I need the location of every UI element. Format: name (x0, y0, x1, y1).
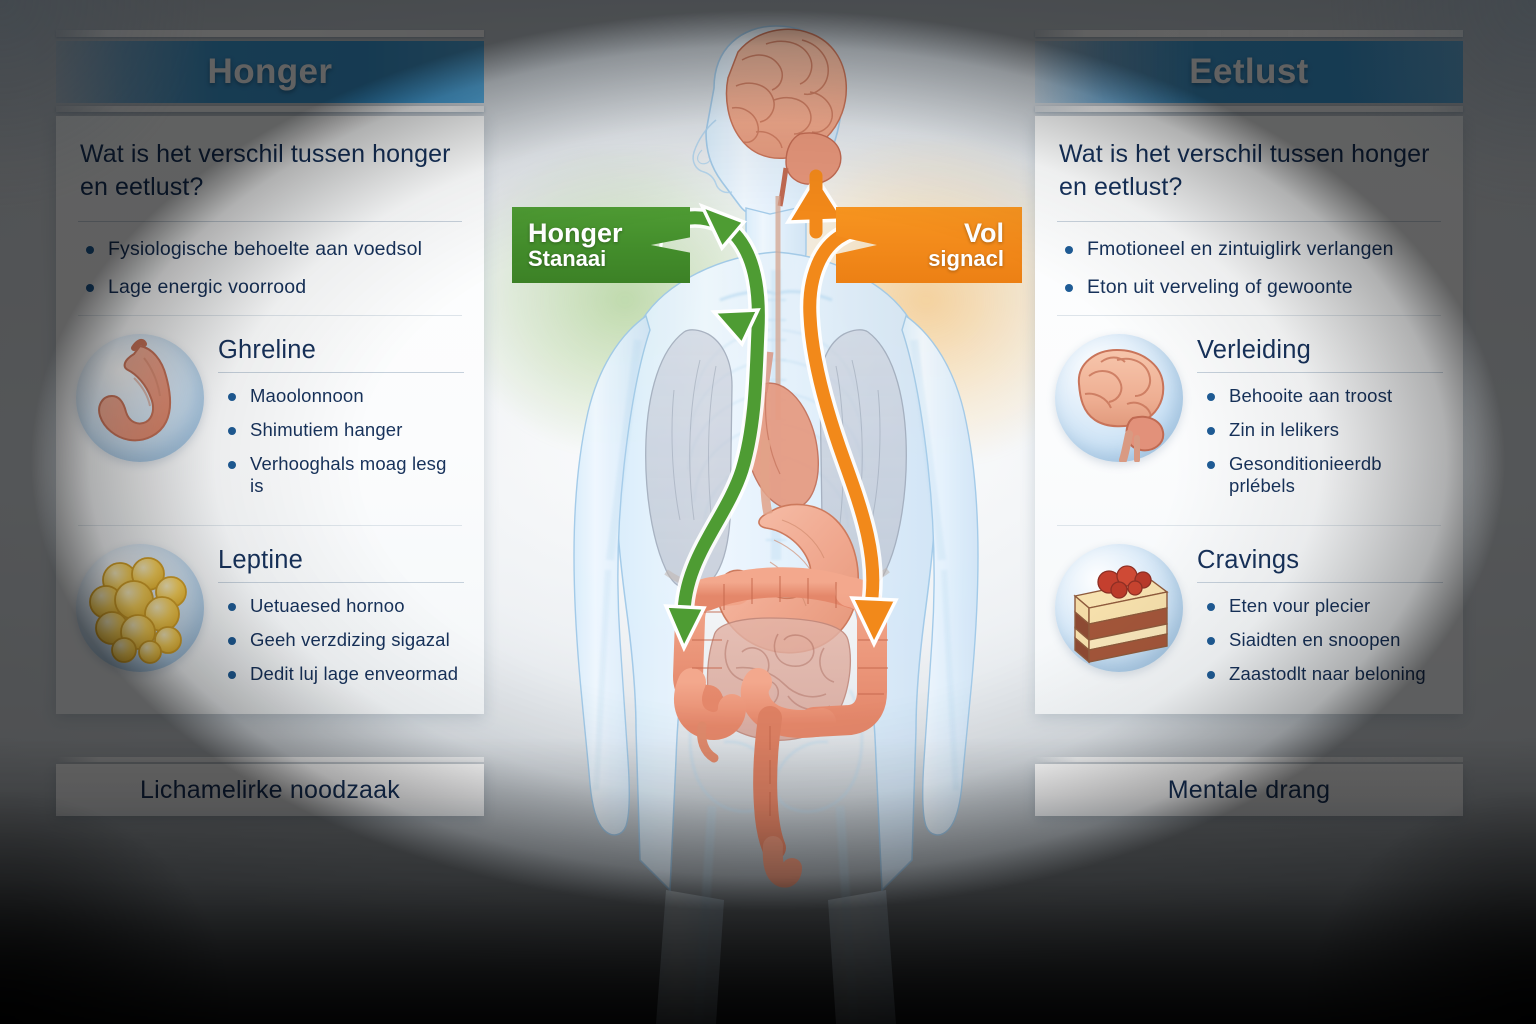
panel-eetlust-body: Wat is het verschil tussen honger en eet… (1035, 116, 1463, 714)
human-body-svg (573, 25, 979, 1024)
stomach-glyph (98, 338, 172, 442)
list-item: Fmotioneel en zintuiglirk verlangen (1059, 238, 1443, 260)
ribbon-top-rule (1035, 757, 1463, 762)
fat-cells-glyph (89, 557, 187, 664)
stomach-icon (76, 333, 204, 462)
block-cravings: Cravings Eten vour plecier Siaidten en s… (1055, 542, 1443, 698)
footer-eetlust-bar: Mentale drang (1035, 764, 1463, 816)
honger-lead-question: Wat is het verschil tussen honger en eet… (80, 140, 451, 201)
list-item: Eten vour plecier (1201, 595, 1443, 616)
block-verleiding-title: Verleiding (1197, 335, 1311, 364)
brain-glyph (1077, 348, 1165, 462)
honger-bullet-list: Fysiologische behoelte aan voedsol Lage … (76, 238, 464, 299)
divider (1197, 581, 1443, 583)
block-ghreline-content: Ghreline Maoolonnoon Shimutiem hanger Ve… (218, 332, 464, 509)
list-item: Maoolonnoon (222, 385, 464, 406)
divider (78, 314, 462, 316)
fullness-callout-line1: Vol (964, 218, 1004, 249)
panel-eetlust-header: Eetlust (1035, 41, 1463, 103)
list-item: Geeh verzdizing sigazal (222, 629, 464, 650)
footer-honger: Lichamelirke noodzaak (56, 757, 484, 816)
cake-slice-icon (1055, 543, 1183, 672)
block-leptine: Leptine Uetuaesed hornoo Geeh verzdizing… (76, 542, 464, 698)
panel-bottom-rule (1035, 106, 1463, 112)
block-ghreline-title: Ghreline (218, 335, 316, 364)
block-cravings-content: Cravings Eten vour plecier Siaidten en s… (1197, 542, 1443, 698)
panel-top-rule (1035, 30, 1463, 37)
footer-honger-label: Lichamelirke noodzaak (140, 775, 400, 804)
list-item: Zaastodlt naar beloning (1201, 663, 1443, 684)
panel-honger-body: Wat is het verschil tussen honger en eet… (56, 116, 484, 714)
divider (1057, 524, 1441, 526)
list-item: Behooite aan troost (1201, 385, 1443, 406)
divider (1057, 314, 1441, 316)
panel-eetlust-title: Eetlust (1189, 52, 1309, 91)
list-item: Verhooghals moag lesg is (222, 453, 464, 496)
block-verleiding-content: Verleiding Behooite aan troost Zin in le… (1197, 332, 1443, 509)
list-item: Fysiologische behoelte aan voedsol (80, 238, 464, 260)
block-ghreline: Ghreline Maoolonnoon Shimutiem hanger Ve… (76, 332, 464, 509)
ghreline-bullet-list: Maoolonnoon Shimutiem hanger Verhooghals… (218, 385, 464, 496)
block-cravings-title: Cravings (1197, 545, 1300, 574)
fullness-callout-line2: signacl (928, 245, 1004, 271)
divider (78, 524, 462, 526)
hunger-callout-line2: Stanaai (528, 245, 607, 271)
leptine-bullet-list: Uetuaesed hornoo Geeh verzdizing sigazal… (218, 595, 464, 685)
block-leptine-title: Leptine (218, 545, 304, 574)
cake-slice-glyph (1073, 565, 1169, 664)
list-item: Dedit luj lage enveormad (222, 663, 464, 684)
hunger-callout-line1: Honger (528, 218, 623, 249)
footer-eetlust: Mentale drang (1035, 757, 1463, 816)
block-leptine-content: Leptine Uetuaesed hornoo Geeh verzdizing… (218, 542, 464, 698)
divider (78, 221, 462, 222)
divider (1057, 221, 1441, 222)
brain-icon (1055, 333, 1183, 462)
list-item: Siaidten en snoopen (1201, 629, 1443, 650)
cravings-bullet-list: Eten vour plecier Siaidten en snoopen Za… (1197, 595, 1443, 685)
panel-honger-title: Honger (207, 52, 333, 91)
list-item: Gesonditionieerdb prlébels (1201, 453, 1443, 496)
divider (218, 371, 464, 373)
list-item: Zin in lelikers (1201, 419, 1443, 440)
list-item: Lage energic voorrood (80, 276, 464, 298)
block-verleiding: Verleiding Behooite aan troost Zin in le… (1055, 332, 1443, 509)
panel-honger: Honger Wat is het verschil tussen honger… (56, 30, 484, 714)
center-illustration: Honger Stanaai Vol signacl (460, 0, 1106, 1024)
verleiding-bullet-list: Behooite aan troost Zin in lelikers Geso… (1197, 385, 1443, 496)
divider (1197, 371, 1443, 373)
eetlust-bullet-list: Fmotioneel en zintuiglirk verlangen Eton… (1055, 238, 1443, 299)
panel-honger-header: Honger (56, 41, 484, 103)
panel-eetlust: Eetlust Wat is het verschil tussen honge… (1035, 30, 1463, 714)
panel-bottom-rule (56, 106, 484, 112)
fat-cells-icon (76, 543, 204, 672)
divider (218, 581, 464, 583)
ribbon-top-rule (56, 757, 484, 762)
footer-eetlust-label: Mentale drang (1167, 775, 1331, 804)
eetlust-lead-question: Wat is het verschil tussen honger en eet… (1059, 140, 1430, 201)
list-item: Shimutiem hanger (222, 419, 464, 440)
list-item: Uetuaesed hornoo (222, 595, 464, 616)
list-item: Eton uit verveling of gewoonte (1059, 276, 1443, 298)
panel-top-rule (56, 30, 484, 37)
footer-honger-bar: Lichamelirke noodzaak (56, 764, 484, 816)
